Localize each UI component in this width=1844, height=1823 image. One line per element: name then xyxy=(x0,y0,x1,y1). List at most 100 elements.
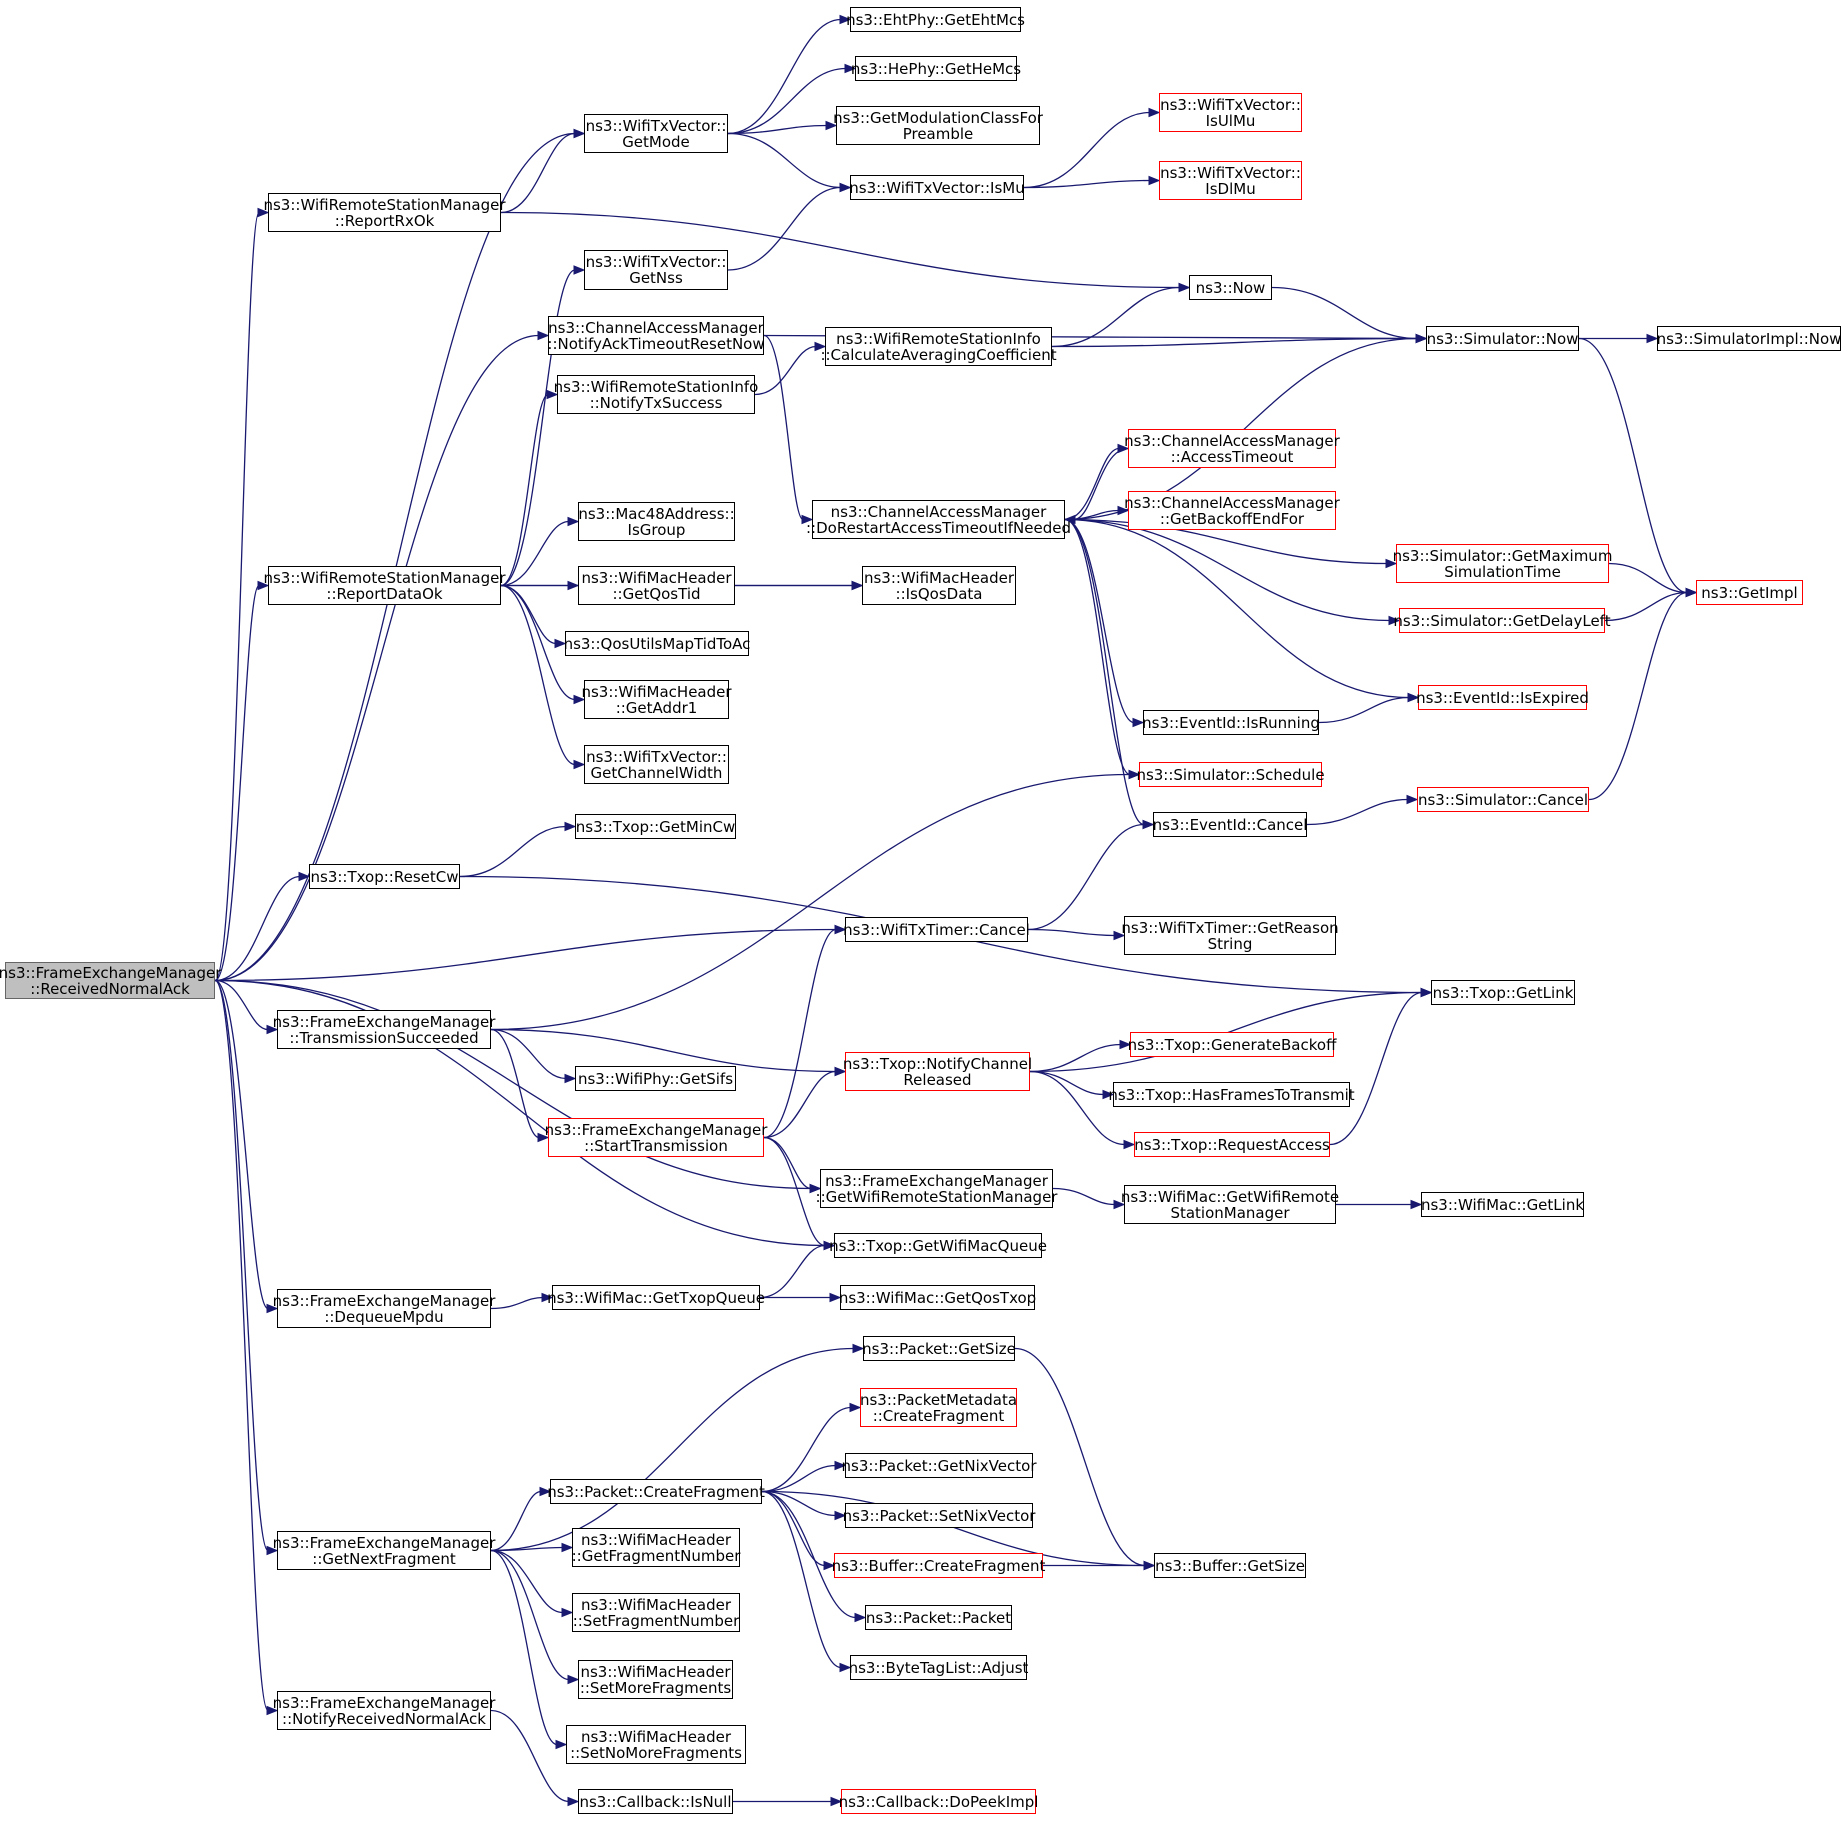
node-wifi-mac-get-txop-queue[interactable]: ns3::WifiMac::GetTxopQueue xyxy=(547,1285,765,1310)
node-wmh-get-fragment-number[interactable]: ns3::WifiMacHeader::GetFragmentNumber xyxy=(572,1528,740,1567)
node-fem-start-transmission[interactable]: ns3::FrameExchangeManager::StartTransmis… xyxy=(545,1118,767,1157)
node-packet-get-size[interactable]: ns3::Packet::GetSize xyxy=(862,1336,1016,1361)
edge-wifi-remote-station-manager-report-data-ok-to-wmh-get-addr1 xyxy=(500,584,576,701)
node-wifi-mac-get-qos-txop[interactable]: ns3::WifiMac::GetQosTxop xyxy=(839,1285,1036,1310)
node-txop-get-min-cw[interactable]: ns3::Txop::GetMinCw xyxy=(575,814,736,839)
node-he-phy-get-he-mcs[interactable]: ns3::HePhy::GetHeMcs xyxy=(851,56,1021,81)
edge-txop-reset-cw-to-txop-get-min-cw xyxy=(459,825,567,878)
node-callback-is-null[interactable]: ns3::Callback::IsNull xyxy=(578,1789,733,1814)
node-txop-reset-cw[interactable]: ns3::Txop::ResetCw xyxy=(309,864,460,889)
edge-arrowhead xyxy=(1117,505,1130,516)
node-wifi-tx-vector-get-mode[interactable]: ns3::WifiTxVector::GetMode xyxy=(584,114,728,153)
edge-event-id-is-running-to-event-id-is-expired xyxy=(1318,696,1410,724)
node-wrsi-calculate-averaging-coefficient[interactable]: ns3::WifiRemoteStationInfo::CalculateAve… xyxy=(820,327,1057,366)
edge-arrowhead xyxy=(266,1303,279,1314)
node-simulator-get-delay-left[interactable]: ns3::Simulator::GetDelayLeft xyxy=(1393,608,1611,633)
node-wifi-remote-station-manager-report-data-ok[interactable]: ns3::WifiRemoteStationManager::ReportDat… xyxy=(263,566,506,605)
node-txop-generate-backoff[interactable]: ns3::Txop::GenerateBackoff xyxy=(1128,1032,1336,1057)
node-label-line: ns3::Txop::GetLink xyxy=(1432,983,1574,1002)
edge-fem-notify-received-normal-ack-to-callback-is-null xyxy=(490,1709,570,1803)
node-packet-set-nix-vector[interactable]: ns3::Packet::SetNixVector xyxy=(843,1503,1035,1528)
node-wifi-tx-timer-cancel[interactable]: ns3::WifiTxTimer::Cancel xyxy=(843,917,1030,942)
edge-arrowhead xyxy=(298,871,311,882)
node-wmh-is-qos-data[interactable]: ns3::WifiMacHeader::IsQosData xyxy=(862,566,1016,605)
node-qos-utils-map-tid-to-ac[interactable]: ns3::QosUtilsMapTidToAc xyxy=(564,631,750,656)
node-label-line: ns3::Now xyxy=(1195,278,1266,297)
edge-cam-access-timeout-to-cam-do-restart-access-timeout-if-needed xyxy=(1073,447,1129,521)
edge-simulator-get-delay-left-to-get-impl xyxy=(1604,591,1688,622)
node-label-line: ns3::WifiMacHeader xyxy=(581,568,732,587)
node-fem-get-wifi-remote-station-manager[interactable]: ns3::FrameExchangeManager::GetWifiRemote… xyxy=(816,1169,1057,1208)
node-label-line: ns3::EventId::Cancel xyxy=(1152,815,1308,834)
node-txop-has-frames-to-transmit[interactable]: ns3::Txop::HasFramesToTransmit xyxy=(1108,1082,1355,1107)
edge-fem-get-wifi-remote-station-manager-to-wifi-mac-get-wifi-remote-station-manager xyxy=(1052,1187,1116,1206)
node-label-line: GetNss xyxy=(629,269,683,287)
node-byte-tag-list-adjust[interactable]: ns3::ByteTagList::Adjust xyxy=(848,1655,1029,1680)
node-wifi-tx-vector-is-dl-mu[interactable]: ns3::WifiTxVector::IsDlMu xyxy=(1159,161,1302,200)
node-wifi-tx-vector-is-ul-mu[interactable]: ns3::WifiTxVector::IsUlMu xyxy=(1159,93,1302,132)
node-fem-dequeue-mpdu[interactable]: ns3::FrameExchangeManager::DequeueMpdu xyxy=(273,1289,495,1328)
node-txop-get-link[interactable]: ns3::Txop::GetLink xyxy=(1431,980,1575,1005)
node-label-line: ::GetWifiRemoteStationManager xyxy=(815,1187,1058,1206)
node-wmh-set-no-more-fragments[interactable]: ns3::WifiMacHeader::SetNoMoreFragments xyxy=(566,1725,746,1764)
node-mac48-is-group[interactable]: ns3::Mac48Address::IsGroup xyxy=(578,502,735,541)
node-get-impl[interactable]: ns3::GetImpl xyxy=(1696,580,1803,605)
node-fem-get-next-fragment[interactable]: ns3::FrameExchangeManager::GetNextFragme… xyxy=(273,1531,495,1570)
node-txop-get-wifi-mac-queue[interactable]: ns3::Txop::GetWifiMacQueue xyxy=(829,1233,1047,1258)
edge-txop-request-access-to-txop-get-link xyxy=(1329,991,1423,1146)
node-cam-get-backoff-end-for[interactable]: ns3::ChannelAccessManager::GetBackoffEnd… xyxy=(1124,491,1340,530)
node-simulator-cancel[interactable]: ns3::Simulator::Cancel xyxy=(1417,787,1589,812)
node-wifi-tx-vector-get-channel-width[interactable]: ns3::WifiTxVector::GetChannelWidth xyxy=(584,745,729,784)
node-event-id-cancel[interactable]: ns3::EventId::Cancel xyxy=(1153,812,1307,837)
edge-simulator-get-maximum-simulation-time-to-get-impl xyxy=(1608,562,1688,594)
node-callback-do-peek-impl[interactable]: ns3::Callback::DoPeekImpl xyxy=(839,1789,1038,1814)
node-fem-notify-received-normal-ack[interactable]: ns3::FrameExchangeManager::NotifyReceive… xyxy=(273,1691,495,1730)
node-wmh-get-addr1[interactable]: ns3::WifiMacHeader::GetAddr1 xyxy=(581,680,732,719)
edge-wifi-tx-vector-get-nss-to-wifi-tx-vector-is-mu xyxy=(727,186,842,271)
edge-cam-do-restart-access-timeout-if-needed-to-simulator-get-delay-left xyxy=(1064,518,1391,622)
node-wmh-set-fragment-number[interactable]: ns3::WifiMacHeader::SetFragmentNumber xyxy=(572,1593,740,1632)
node-event-id-is-expired[interactable]: ns3::EventId::IsExpired xyxy=(1416,685,1589,710)
node-fem-transmission-succeeded[interactable]: ns3::FrameExchangeManager::TransmissionS… xyxy=(273,1010,495,1049)
edge-arrowhead xyxy=(555,1739,568,1750)
node-packet-create-fragment[interactable]: ns3::Packet::CreateFragment xyxy=(547,1479,765,1504)
node-cam-access-timeout[interactable]: ns3::ChannelAccessManager::AccessTimeout xyxy=(1124,429,1340,468)
node-simulator-schedule[interactable]: ns3::Simulator::Schedule xyxy=(1136,762,1325,787)
node-cam-do-restart-access-timeout-if-needed[interactable]: ns3::ChannelAccessManager::DoRestartAcce… xyxy=(806,500,1071,539)
node-simulator-impl-now[interactable]: ns3::SimulatorImpl::Now xyxy=(1657,326,1841,351)
node-packet-get-nix-vector[interactable]: ns3::Packet::GetNixVector xyxy=(842,1453,1036,1478)
edge-arrowhead xyxy=(1113,930,1126,941)
node-wmh-set-more-fragments[interactable]: ns3::WifiMacHeader::SetMoreFragments xyxy=(578,1660,733,1699)
node-wifi-tx-vector-is-mu[interactable]: ns3::WifiTxVector::IsMu xyxy=(849,175,1025,200)
node-label-line: ns3::Txop::HasFramesToTransmit xyxy=(1108,1085,1355,1104)
edge-arrowhead xyxy=(573,128,586,139)
node-simulator-now[interactable]: ns3::Simulator::Now xyxy=(1426,326,1579,351)
node-buffer-get-size[interactable]: ns3::Buffer::GetSize xyxy=(1154,1553,1306,1578)
node-cam-notify-ack-timeout-reset-now[interactable]: ns3::ChannelAccessManager::NotifyAckTime… xyxy=(547,316,765,355)
node-txop-request-access[interactable]: ns3::Txop::RequestAccess xyxy=(1134,1132,1330,1157)
edge-arrowhead xyxy=(823,1560,836,1571)
node-eht-phy-get-eht-mcs[interactable]: ns3::EhtPhy::GetEhtMcs xyxy=(846,7,1025,32)
node-ns3-now[interactable]: ns3::Now xyxy=(1189,275,1272,300)
node-packet-metadata-create-fragment[interactable]: ns3::PacketMetadata::CreateFragment xyxy=(860,1388,1017,1427)
node-wifi-remote-station-manager-report-rx-ok[interactable]: ns3::WifiRemoteStationManager::ReportRxO… xyxy=(263,193,506,232)
edge-arrowhead xyxy=(1685,587,1698,598)
node-wifi-mac-get-link[interactable]: ns3::WifiMac::GetLink xyxy=(1421,1192,1584,1217)
node-wifi-phy-get-sifs[interactable]: ns3::WifiPhy::GetSifs xyxy=(575,1066,736,1091)
node-wifi-tx-vector-get-nss[interactable]: ns3::WifiTxVector::GetNss xyxy=(584,250,728,290)
node-event-id-is-running[interactable]: ns3::EventId::IsRunning xyxy=(1142,710,1320,735)
node-buffer-create-fragment[interactable]: ns3::Buffer::CreateFragment xyxy=(832,1553,1045,1578)
node-label-line: ns3::ByteTagList::Adjust xyxy=(848,1658,1029,1677)
node-wrsi-notify-tx-success[interactable]: ns3::WifiRemoteStationInfo::NotifyTxSucc… xyxy=(554,375,758,414)
node-packet-packet[interactable]: ns3::Packet::Packet xyxy=(865,1605,1012,1630)
node-label-line: ns3::Txop::NotifyChannel xyxy=(842,1054,1033,1073)
node-label-line: IsGroup xyxy=(627,520,686,539)
edge-arrowhead xyxy=(844,63,857,74)
node-label-line: ::SetNoMoreFragments xyxy=(570,1743,742,1762)
node-wmh-get-qos-tid[interactable]: ns3::WifiMacHeader::GetQosTid xyxy=(578,566,735,605)
